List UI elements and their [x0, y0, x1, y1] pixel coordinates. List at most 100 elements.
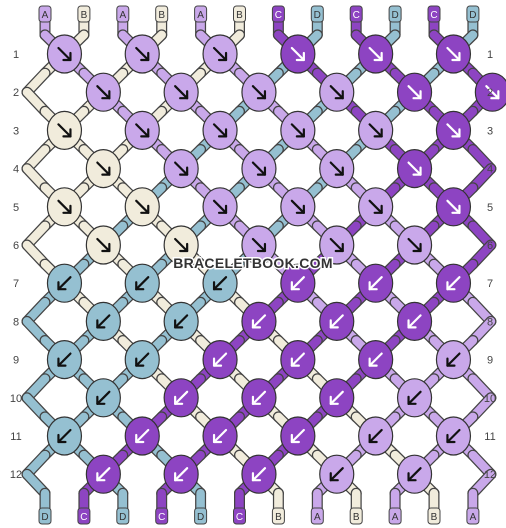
arrow-down-left-icon: [96, 467, 111, 482]
arrow-head: [140, 204, 150, 214]
arrow-head: [217, 204, 228, 214]
arrow-head: [212, 433, 223, 444]
knot: [241, 378, 277, 418]
knot: [319, 301, 355, 341]
strand-top-label: B: [233, 5, 246, 23]
knot: [163, 149, 199, 189]
arrow-head: [212, 281, 223, 291]
strand-swatch: [233, 507, 246, 525]
row-number-right: 6: [487, 240, 493, 252]
arrow-down-left-icon: [446, 352, 461, 367]
strand-swatch: [388, 5, 402, 23]
knot: [46, 340, 83, 380]
strand-label: A: [314, 512, 321, 523]
arrow-down-left-icon: [290, 352, 305, 367]
row-number-right: 10: [484, 393, 496, 405]
knot: [202, 110, 238, 150]
row-number-left: 6: [13, 240, 19, 252]
strand-swatch: [271, 5, 285, 23]
arrow-down-left-icon: [135, 428, 150, 444]
strand-swatch: [427, 507, 441, 525]
row-number-right: 12: [484, 469, 496, 481]
arrow-down-right-icon: [135, 199, 150, 214]
row-number-left: 3: [13, 125, 19, 137]
arrow-head: [251, 472, 262, 482]
knot: [474, 72, 506, 112]
arrow-down-right-icon: [135, 46, 150, 62]
knot: [46, 416, 83, 456]
arrow-down-left-icon: [368, 276, 383, 291]
arrow-head: [368, 281, 378, 291]
arrow-head: [412, 242, 422, 253]
arrow-down-right-icon: [174, 161, 189, 176]
arrow-down-left-icon: [174, 314, 189, 329]
arrow-down-left-icon: [174, 390, 189, 405]
arrow-head: [451, 128, 461, 138]
knot: [280, 340, 316, 380]
arrow-head: [57, 281, 67, 291]
arrow-down-right-icon: [96, 161, 111, 176]
arrow-down-left-icon: [96, 314, 111, 329]
knot: [202, 34, 238, 74]
arrow-down-left-icon: [212, 276, 228, 291]
strand-swatch: [349, 5, 363, 23]
knot: [85, 454, 121, 494]
arrow-down-right-icon: [57, 199, 72, 214]
arrow-head: [256, 242, 267, 253]
strand-bottom-label: A: [310, 507, 324, 525]
arrow-head: [334, 166, 344, 176]
knot: [358, 110, 394, 150]
arrow-down-right-icon: [212, 46, 228, 62]
strand-label: B: [353, 512, 360, 523]
arrow-down-left-icon: [446, 276, 461, 291]
arrow-down-right-icon: [96, 85, 111, 100]
arrow-head: [174, 395, 184, 405]
knot: [202, 340, 238, 380]
arrow-down-right-icon: [251, 161, 267, 176]
strand-swatch: [38, 5, 52, 23]
arrow-down-left-icon: [174, 467, 189, 482]
strand-top-label: B: [77, 5, 91, 23]
knot: [396, 149, 433, 189]
row-number-left: 10: [10, 393, 22, 405]
strand-label: C: [275, 10, 282, 21]
row-number-right: 5: [487, 202, 493, 214]
knot: [358, 263, 394, 303]
arrow-down-left-icon: [135, 352, 150, 367]
knot: [396, 378, 433, 418]
knot: [124, 187, 160, 227]
strand-swatch: [310, 507, 324, 525]
arrow-head: [96, 319, 106, 329]
arrow-down-left-icon: [251, 314, 267, 329]
arrow-head: [251, 319, 262, 329]
strand-swatch: [466, 507, 480, 525]
arrow-head: [290, 281, 300, 291]
strand-bottom-label: C: [155, 507, 169, 525]
arrow-head: [290, 357, 300, 367]
arrow-head: [446, 433, 456, 444]
arrow-down-left-icon: [96, 390, 111, 405]
knot: [280, 187, 316, 227]
arrow-head: [412, 166, 422, 176]
knot: [202, 416, 238, 456]
arrow-down-right-icon: [290, 46, 305, 62]
knot: [358, 187, 394, 227]
arrow-head: [373, 128, 383, 138]
strand-label: A: [197, 10, 204, 21]
row-number-right: 3: [487, 125, 493, 137]
row-number-right: 11: [484, 431, 495, 443]
strand-swatch: [77, 507, 91, 525]
knot: [163, 301, 199, 341]
knot: [319, 225, 355, 265]
strand-swatch: [310, 5, 324, 23]
knot: [202, 187, 238, 227]
arrow-down-right-icon: [485, 85, 500, 100]
knot: [396, 72, 433, 112]
strand-bottom-label: C: [233, 507, 246, 525]
knot: [46, 263, 83, 303]
strand-label: D: [41, 512, 48, 523]
knot: [124, 34, 160, 74]
strand-bottom-label: D: [38, 507, 52, 525]
knot: [358, 34, 394, 74]
